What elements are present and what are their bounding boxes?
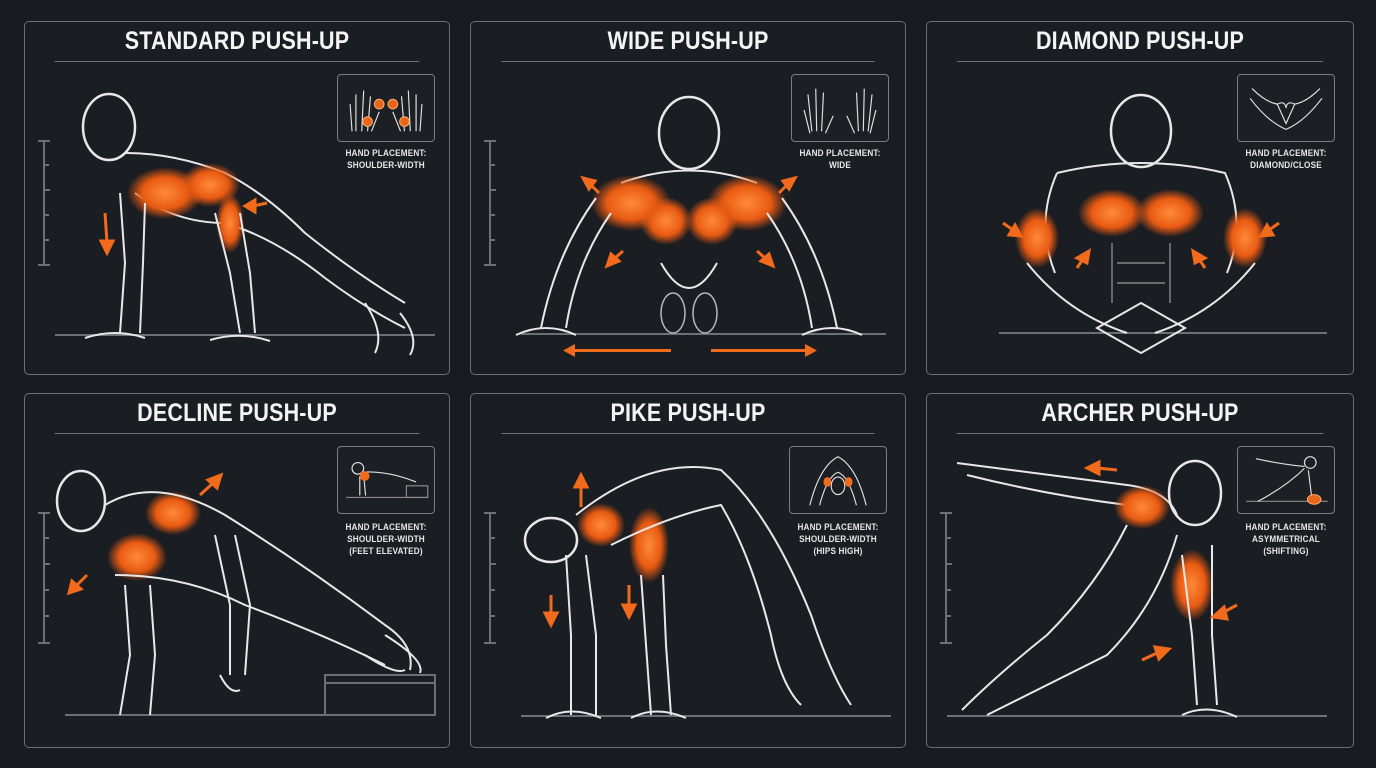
hand-placement-label: HAND PLACEMENT: SHOULDER-WIDTH [345, 148, 427, 171]
panel-title: DIAMOND PUSH-UP [956, 22, 1324, 62]
hands-diamond-icon [1249, 88, 1323, 130]
panel-decline-push-up: DECLINE PUSH-UP [24, 393, 450, 748]
hands-shoulder-width-icon [349, 90, 423, 132]
panel-standard-push-up: STANDARD PUSH-UP [24, 21, 450, 375]
hand-placement-label: HAND PLACEMENT: DIAMOND/CLOSE [1245, 148, 1327, 171]
height-scale [37, 512, 51, 644]
hand-placement-inset [1237, 446, 1335, 514]
hand-placement-label: HAND PLACEMENT: SHOULDER-WIDTH (FEET ELE… [345, 522, 427, 557]
hand-placement-label: HAND PLACEMENT: WIDE [799, 148, 881, 171]
height-scale [483, 512, 497, 644]
panel-title: PIKE PUSH-UP [501, 394, 875, 434]
panel-title: STANDARD PUSH-UP [54, 22, 420, 62]
hand-placement-inset [337, 74, 435, 142]
decline-push-up-figure [55, 469, 436, 716]
hand-placement-inset [791, 74, 889, 142]
decline-pose-icon [346, 461, 429, 499]
archer-push-up-figure [947, 459, 1327, 718]
height-scale [37, 140, 51, 266]
panel-archer-push-up: ARCHER PUSH-UP [926, 393, 1354, 748]
panel-title: WIDE PUSH-UP [501, 22, 875, 62]
hand-placement-inset [1237, 74, 1335, 142]
panel-diamond-push-up: DIAMOND PUSH-UP [926, 21, 1354, 375]
panel-wide-push-up: WIDE PUSH-UP [470, 21, 906, 375]
pike-pose-icon [809, 456, 867, 506]
diamond-push-up-figure [999, 93, 1327, 355]
hand-placement-inset [337, 446, 435, 514]
archer-pose-icon [1246, 456, 1328, 505]
hand-placement-label: HAND PLACEMENT: SHOULDER-WIDTH (HIPS HIG… [797, 522, 879, 557]
height-scale [939, 512, 953, 644]
hands-wide-icon [803, 88, 877, 134]
height-scale [483, 140, 497, 266]
hand-placement-inset [789, 446, 887, 514]
standard-push-up-figure [55, 92, 435, 356]
hand-placement-label: HAND PLACEMENT: ASYMMETRICAL (SHIFTING) [1245, 522, 1327, 557]
wide-push-up-figure [515, 95, 886, 357]
panel-title: ARCHER PUSH-UP [956, 394, 1324, 434]
panel-pike-push-up: PIKE PUSH-UP [470, 393, 906, 748]
panel-title: DECLINE PUSH-UP [54, 394, 420, 434]
pike-push-up-figure [521, 466, 891, 719]
